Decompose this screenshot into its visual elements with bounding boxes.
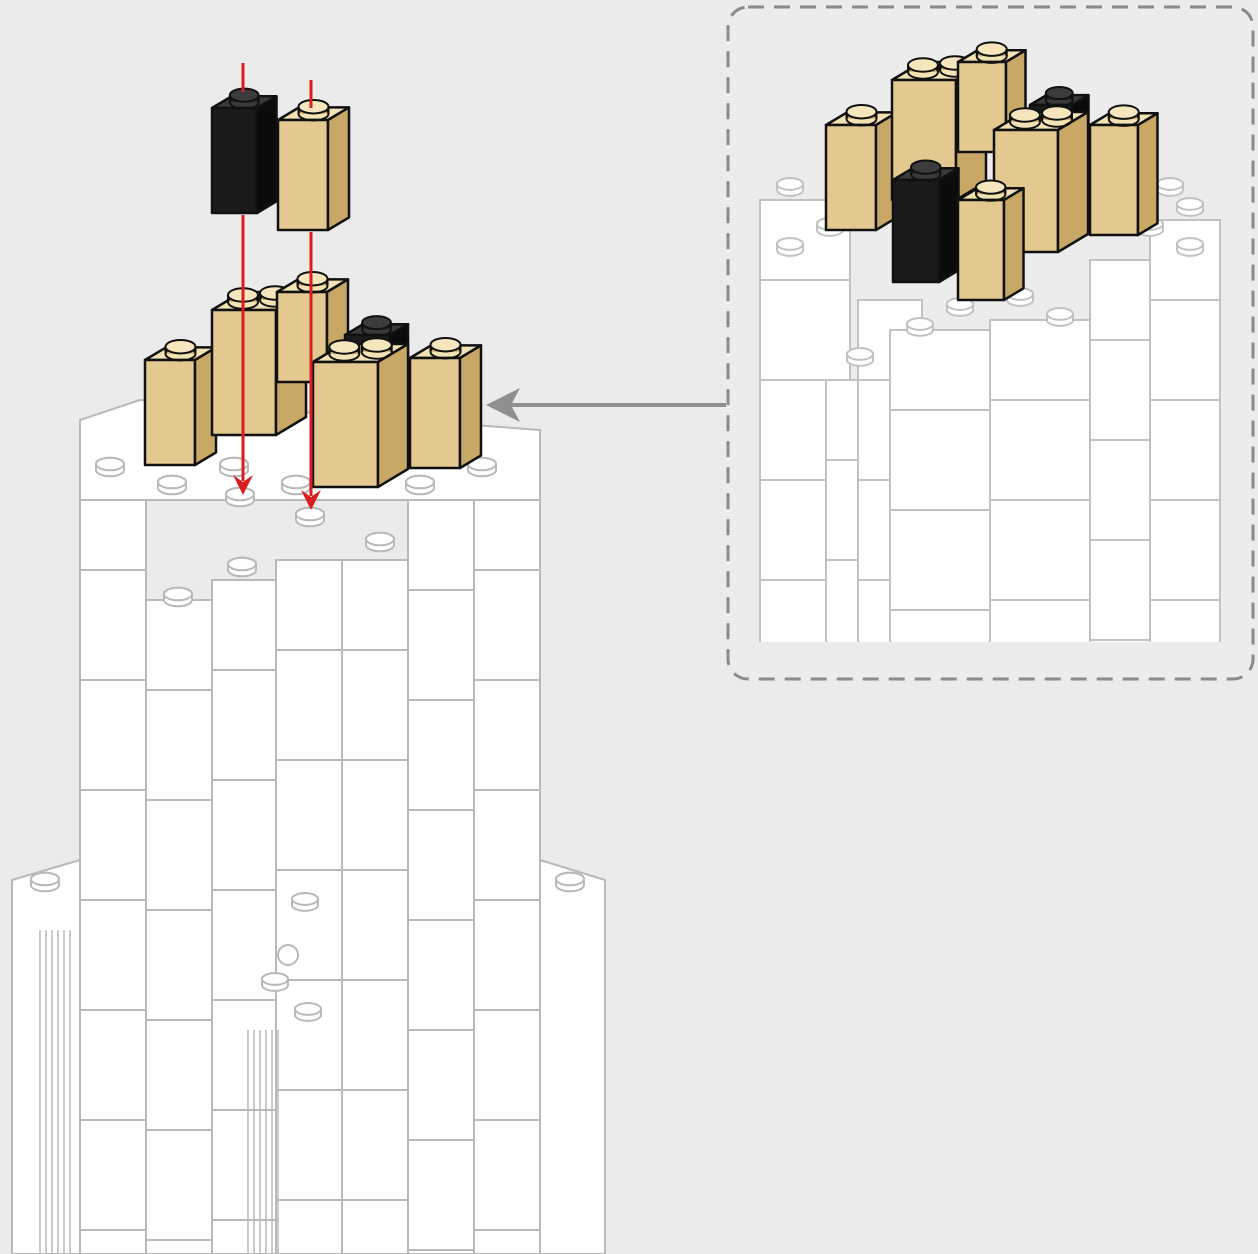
ghost-base-right: [540, 860, 605, 1254]
ghost-stud-icon: [1157, 178, 1183, 196]
ghost-stud-icon: [31, 873, 59, 892]
ghost-stud-icon: [296, 508, 324, 527]
tower-model: [12, 400, 605, 1254]
ghost-stud-icon: [228, 558, 256, 577]
ghost-stud-icon: [292, 893, 318, 911]
falling-black-brick: [212, 89, 277, 213]
tan-brick: [1090, 105, 1158, 235]
ghost-stud-icon: [1177, 198, 1203, 216]
ghost-column: [342, 560, 408, 1254]
ghost-stud-icon: [847, 348, 873, 366]
ghost-stud-icon: [96, 458, 124, 477]
ghost-column: [474, 480, 540, 1254]
ghost-stud-icon: [777, 238, 803, 256]
ghost-brick: [146, 600, 212, 1254]
ghost-stud-icon: [158, 476, 186, 495]
ghost-stud-icon: [907, 318, 933, 336]
callout-ghost-column: [1090, 260, 1156, 680]
ghost-column: [146, 600, 212, 1254]
ghost-stud-icon: [366, 533, 394, 552]
ghost-stud-icon: [282, 476, 310, 495]
ghost-stud-icon: [777, 178, 803, 196]
ghost-stud-icon: [1047, 308, 1073, 326]
callout-ghost-column: [890, 330, 990, 680]
callout-ghost-column: [990, 320, 1090, 680]
tan-brick: [410, 338, 481, 468]
black-brick: [893, 161, 959, 282]
ghost-stud-icon: [406, 476, 434, 495]
tan-brick: [826, 105, 897, 230]
tan-brick-2x: [313, 338, 408, 487]
ghost-column: [80, 480, 146, 1254]
ghost-stud-icon: [1177, 238, 1203, 256]
ghost-stud-icon: [164, 588, 192, 607]
ghost-column: [408, 500, 474, 1254]
ghost-round-tile: [278, 945, 298, 965]
ghost-brick: [80, 480, 146, 1254]
ghost-stud-icon: [226, 488, 254, 507]
callout-pointer-arrow: [486, 388, 726, 422]
ghost-stud-icon: [295, 1003, 321, 1021]
tan-brick: [145, 340, 216, 465]
tan-brick: [958, 181, 1024, 300]
callout-box: [728, 7, 1253, 680]
falling-tan-brick: [278, 100, 349, 230]
ghost-stud-icon: [556, 873, 584, 892]
ghost-brick: [474, 480, 540, 1254]
callout-ghost-column: [1150, 220, 1220, 680]
ghost-brick: [342, 560, 408, 1254]
new-bricks-group: [145, 272, 481, 487]
ghost-stud-icon: [262, 973, 288, 991]
